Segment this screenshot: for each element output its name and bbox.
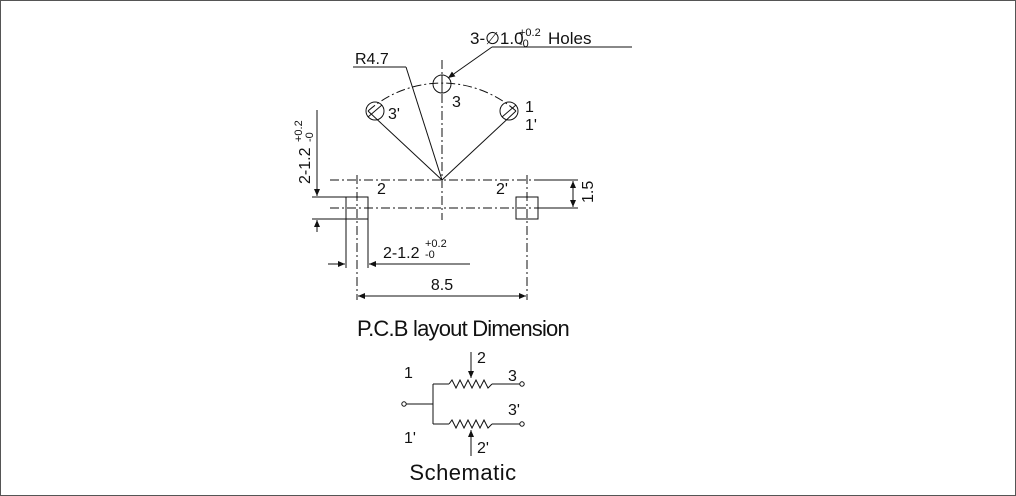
dim-1-5-label: 1.5 bbox=[580, 181, 597, 203]
terminal-1 bbox=[401, 401, 407, 407]
pad-width-tol-minus: -0 bbox=[425, 249, 435, 261]
pad-2 bbox=[345, 196, 369, 220]
pin-2-label: 2 bbox=[377, 181, 386, 198]
hole-3 bbox=[432, 74, 452, 94]
pad-width-label: 2-1.2 bbox=[383, 245, 420, 262]
schematic-label-3: 3 bbox=[508, 368, 517, 385]
pin-1p-label: 1' bbox=[525, 117, 537, 134]
svg-text:+0.2: +0.2 bbox=[293, 120, 305, 142]
pin-1-label: 1 bbox=[525, 99, 534, 116]
hole-3p bbox=[365, 101, 385, 121]
schematic-label-1p: 1' bbox=[404, 430, 416, 447]
pad-2p bbox=[515, 196, 539, 220]
dim-8-5-label: 8.5 bbox=[431, 277, 453, 294]
holes-suffix: Holes bbox=[548, 29, 591, 48]
schematic: 1 1' 2 2' 3 3' Schematic bbox=[401, 350, 525, 485]
pin-3p-label: 3' bbox=[388, 106, 400, 123]
pin-3-label: 3 bbox=[452, 94, 461, 111]
radius-leader bbox=[405, 66, 443, 181]
pcb-layout: 3-∅1.0 +0.2 -0 Holes R4.7 3 3' 1 1' 2 2'… bbox=[293, 27, 632, 341]
lower-resistor bbox=[448, 418, 493, 430]
schematic-label-2: 2 bbox=[477, 350, 486, 367]
holes-tol-minus: -0 bbox=[519, 38, 529, 50]
pad-height-label: 2-1.2 +0.2 -0 bbox=[293, 120, 316, 184]
upper-resistor bbox=[448, 378, 493, 390]
schematic-label-2p: 2' bbox=[477, 440, 489, 457]
schematic-title: Schematic bbox=[409, 460, 516, 485]
radial-line-1 bbox=[441, 110, 517, 181]
terminal-3p bbox=[519, 421, 525, 427]
pin-2p-label: 2' bbox=[496, 181, 508, 198]
schematic-label-3p: 3' bbox=[508, 402, 520, 419]
radial-line-3p bbox=[367, 110, 443, 181]
svg-text:-0: -0 bbox=[304, 132, 316, 142]
radius-label: R4.7 bbox=[355, 51, 389, 68]
holes-label: 3-∅1.0 bbox=[470, 29, 524, 48]
holes-tol-plus: +0.2 bbox=[519, 27, 541, 39]
holes-leader bbox=[447, 46, 493, 79]
terminal-3 bbox=[519, 381, 525, 387]
pcb-title: P.C.B layout Dimension bbox=[357, 316, 569, 341]
pad-width-tol-plus: +0.2 bbox=[425, 238, 447, 250]
svg-text:2-1.2: 2-1.2 bbox=[297, 147, 314, 184]
schematic-label-1: 1 bbox=[404, 365, 413, 382]
hole-1 bbox=[499, 101, 519, 121]
